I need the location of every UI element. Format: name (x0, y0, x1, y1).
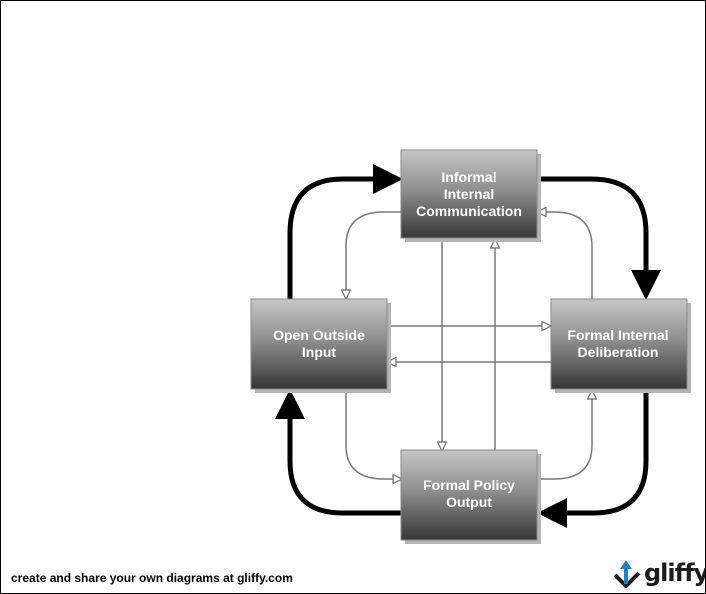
link-arrow-policy-to-deliberation (537, 388, 598, 480)
node-label-line: Deliberation (578, 344, 659, 360)
cycle-arrow-deliberation-to-policy (537, 389, 649, 528)
node-informal-internal-communication[interactable]: Informal Internal Communication (400, 149, 541, 242)
node-label-line: Formal Policy (423, 477, 515, 493)
node-label-line: Input (302, 344, 337, 360)
gliffy-logo-icon (613, 560, 641, 588)
node-label-line: Formal Internal (567, 327, 668, 343)
node-open-outside-input[interactable]: Open Outside Input (250, 298, 391, 393)
node-label-line: Informal (441, 169, 496, 185)
link-arrow-deliberation-to-informal (535, 206, 593, 299)
node-label-line: Communication (416, 203, 522, 219)
footer-text: create and share your own diagrams at gl… (11, 571, 293, 585)
cycle-arrow-outside-to-informal (287, 164, 403, 299)
node-label-line: Output (446, 494, 492, 510)
gliffy-logo-text: gliffy (644, 559, 706, 587)
cycle-arrow-policy-to-outside (275, 389, 401, 516)
node-label-line: Open Outside (273, 327, 365, 343)
node-formal-internal-deliberation[interactable]: Formal Internal Deliberation (550, 298, 691, 393)
link-arrow-outside-to-policy (345, 389, 404, 485)
cycle-arrow-informal-to-deliberation (537, 176, 661, 300)
link-arrow-informal-to-outside (340, 211, 401, 301)
gliffy-logo[interactable]: gliffy (613, 558, 706, 588)
node-label-line: Internal (444, 186, 495, 202)
node-formal-policy-output[interactable]: Formal Policy Output (400, 449, 541, 544)
